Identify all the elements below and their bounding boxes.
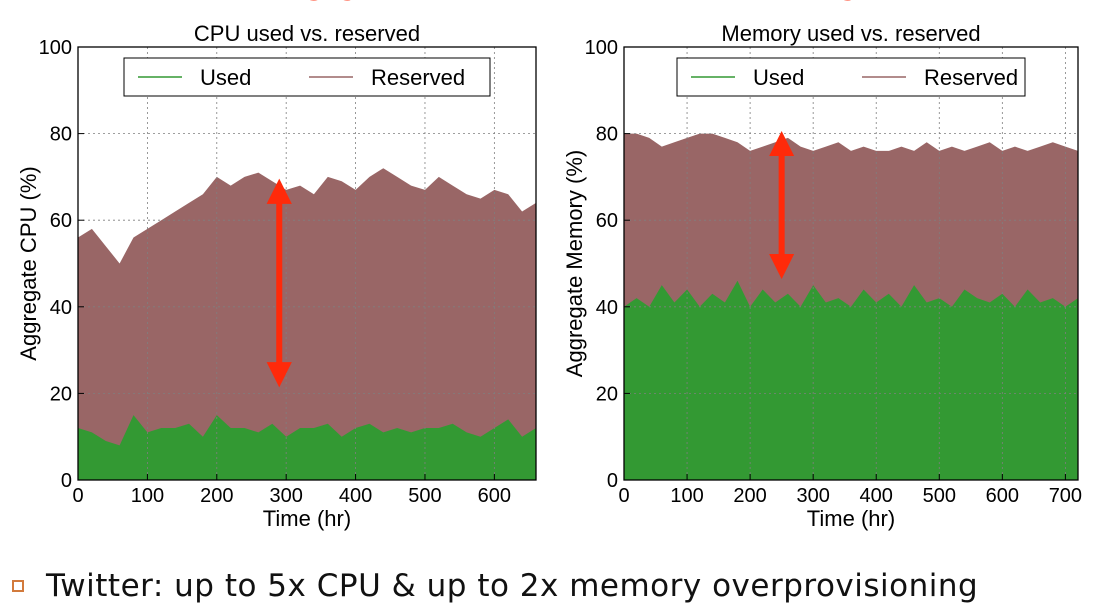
x-tick-label: 0: [72, 485, 83, 507]
x-tick-label: 600: [986, 485, 1019, 507]
x-tick-label: 500: [923, 485, 956, 507]
y-tick-label: 100: [39, 37, 72, 59]
annotation-label: 1.5-2x: [806, 0, 912, 9]
x-tick-label: 400: [339, 485, 372, 507]
y-axis-label: Aggregate Memory (%): [562, 150, 587, 377]
x-tick-label: 200: [733, 485, 766, 507]
plot-frame: [77, 46, 537, 481]
x-tick-label: 0: [618, 485, 629, 507]
annotation-label: 3-5x: [303, 0, 377, 9]
legend: Used Reserved: [123, 57, 491, 97]
x-tick-label: 100: [670, 485, 703, 507]
x-tick-label: 700: [1049, 485, 1082, 507]
area-used: [78, 415, 536, 480]
x-tick-label: 300: [796, 485, 829, 507]
y-tick-label: 40: [50, 297, 72, 319]
y-tick-label: 0: [61, 470, 72, 492]
legend-item-reserved: Reserved: [862, 65, 1018, 90]
legend-item-used: Used: [691, 65, 804, 90]
area-used: [624, 280, 1078, 480]
x-axis-label: Time (hr): [263, 506, 351, 531]
square-outline-bullet-icon: [12, 580, 24, 592]
legend-label: Reserved: [924, 65, 1018, 90]
x-tick-label: 600: [478, 485, 511, 507]
x-tick-label: 200: [200, 485, 233, 507]
legend-box: [123, 57, 491, 97]
legend: Used Reserved: [676, 57, 1026, 97]
x-tick-label: 100: [131, 485, 164, 507]
legend-item-used: Used: [138, 65, 251, 90]
y-tick-label: 0: [607, 470, 618, 492]
y-tick-label: 20: [50, 383, 72, 405]
y-tick-label: 60: [50, 210, 72, 232]
chart-cpu: 0 100 200 300 400 500 600 0 20 40 60 80 100 CPU used …: [16, 0, 537, 531]
footer-bullet-line: Twitter: up to 5x CPU & up to 2x memory …: [12, 566, 978, 606]
chart-title: CPU used vs. reserved: [194, 21, 420, 46]
x-axis-label: Time (hr): [807, 506, 895, 531]
area-reserved: [78, 168, 536, 480]
legend-label: Used: [753, 65, 804, 90]
footer-text: Twitter: up to 5x CPU & up to 2x memory …: [46, 568, 979, 604]
y-tick-label: 20: [596, 383, 618, 405]
x-tick-label: 500: [408, 485, 441, 507]
plot-frame: [623, 46, 1079, 481]
legend-label: Used: [200, 65, 251, 90]
y-tick-label: 100: [585, 37, 618, 59]
chart-memory: 0 100 200 300 400 500 600 700 0 20 40 60 80 100 Memory…: [562, 0, 1082, 531]
y-tick-label: 60: [596, 210, 618, 232]
y-tick-label: 40: [596, 297, 618, 319]
x-tick-label: 300: [269, 485, 302, 507]
chart-title: Memory used vs. reserved: [721, 21, 980, 46]
legend-label: Reserved: [371, 65, 465, 90]
y-axis-label: Aggregate CPU (%): [16, 166, 41, 360]
legend-item-reserved: Reserved: [309, 65, 465, 90]
x-tick-label: 400: [860, 485, 893, 507]
y-tick-label: 80: [50, 124, 72, 146]
y-tick-label: 80: [596, 124, 618, 146]
